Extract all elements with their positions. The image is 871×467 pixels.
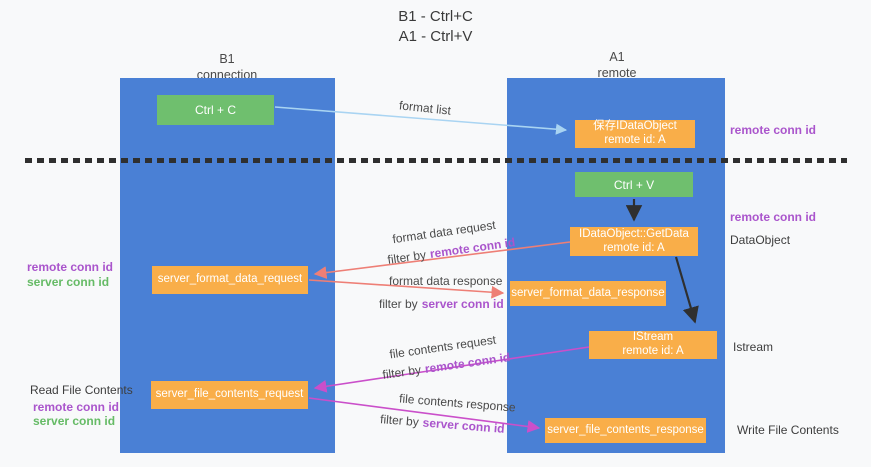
filter-by-text: filter by	[381, 362, 422, 382]
server-format-data-request-label: server_format_data_request	[157, 273, 303, 286]
istream-side-label: Istream	[733, 340, 774, 354]
remote-conn-id-side-label-top-right: remote conn id	[730, 123, 817, 137]
diagram-title: B1 - Ctrl+C A1 - Ctrl+V	[0, 7, 871, 46]
server-format-data-response-label: server_format_data_response	[511, 286, 665, 299]
filter-by-text: filter by	[379, 412, 420, 430]
ctrl-c-box: Ctrl + C	[157, 95, 274, 125]
save-idataobject-line1: 保存IDataObject	[593, 120, 677, 133]
right-column-header: A1 remote	[547, 50, 687, 81]
filter-by-text: filter by	[386, 247, 427, 267]
remote-conn-id-side-label-mid-right: remote conn id	[730, 210, 817, 224]
dataobject-side-label: DataObject	[730, 233, 791, 247]
server-file-contents-request-box: server_file_contents_request	[151, 381, 308, 409]
server-conn-id-text: server conn id	[421, 297, 504, 311]
istream-box: IStream remote id: A	[589, 331, 717, 359]
server-format-data-request-box: server_format_data_request	[152, 266, 308, 294]
remote-conn-id-side-label-left: remote conn id	[27, 260, 114, 274]
remote-conn-id-side-label-left2: remote conn id	[33, 400, 120, 414]
ctrl-v-label: Ctrl + V	[613, 177, 655, 192]
file-contents-response-label: file contents response	[398, 391, 517, 415]
server-conn-id-text: server conn id	[422, 415, 506, 436]
server-file-contents-response-label: server_file_contents_response	[547, 423, 704, 436]
session-divider-dashed-line	[25, 158, 847, 163]
title-line-2: A1 - Ctrl+V	[398, 27, 473, 45]
istream-line2: remote id: A	[622, 345, 684, 357]
save-idataobject-line2: remote id: A	[604, 134, 666, 146]
ctrl-v-box: Ctrl + V	[575, 172, 693, 197]
write-file-contents-label: Write File Contents	[737, 423, 839, 437]
server-file-contents-response-box: server_file_contents_response	[545, 418, 706, 443]
filter-by-text: filter by	[379, 297, 418, 311]
save-idataobject-box: 保存IDataObject remote id: A	[575, 120, 695, 148]
server-format-data-response-box: server_format_data_response	[510, 281, 666, 306]
server-conn-id-side-label-left2: server conn id	[33, 414, 116, 428]
server-file-contents-request-label: server_file_contents_request	[155, 388, 304, 401]
format-data-response-label: format data response	[389, 274, 503, 288]
right-column-role: remote	[597, 65, 637, 80]
server-conn-id-side-label-left: server conn id	[27, 275, 110, 289]
left-column-name: B1	[219, 52, 235, 66]
title-line-1: B1 - Ctrl+C	[398, 8, 473, 25]
idataobject-getdata-line2: remote id: A	[603, 241, 665, 254]
ctrl-c-label: Ctrl + C	[194, 103, 236, 117]
istream-line1: IStream	[632, 331, 674, 344]
idataobject-getdata-line1: IDataObject::GetData	[579, 227, 689, 240]
idataobject-getdata-box: IDataObject::GetData remote id: A	[570, 227, 698, 256]
format-list-label: format list	[398, 98, 452, 118]
read-file-contents-label: Read File Contents	[30, 383, 133, 397]
right-column-name: A1	[609, 50, 625, 64]
